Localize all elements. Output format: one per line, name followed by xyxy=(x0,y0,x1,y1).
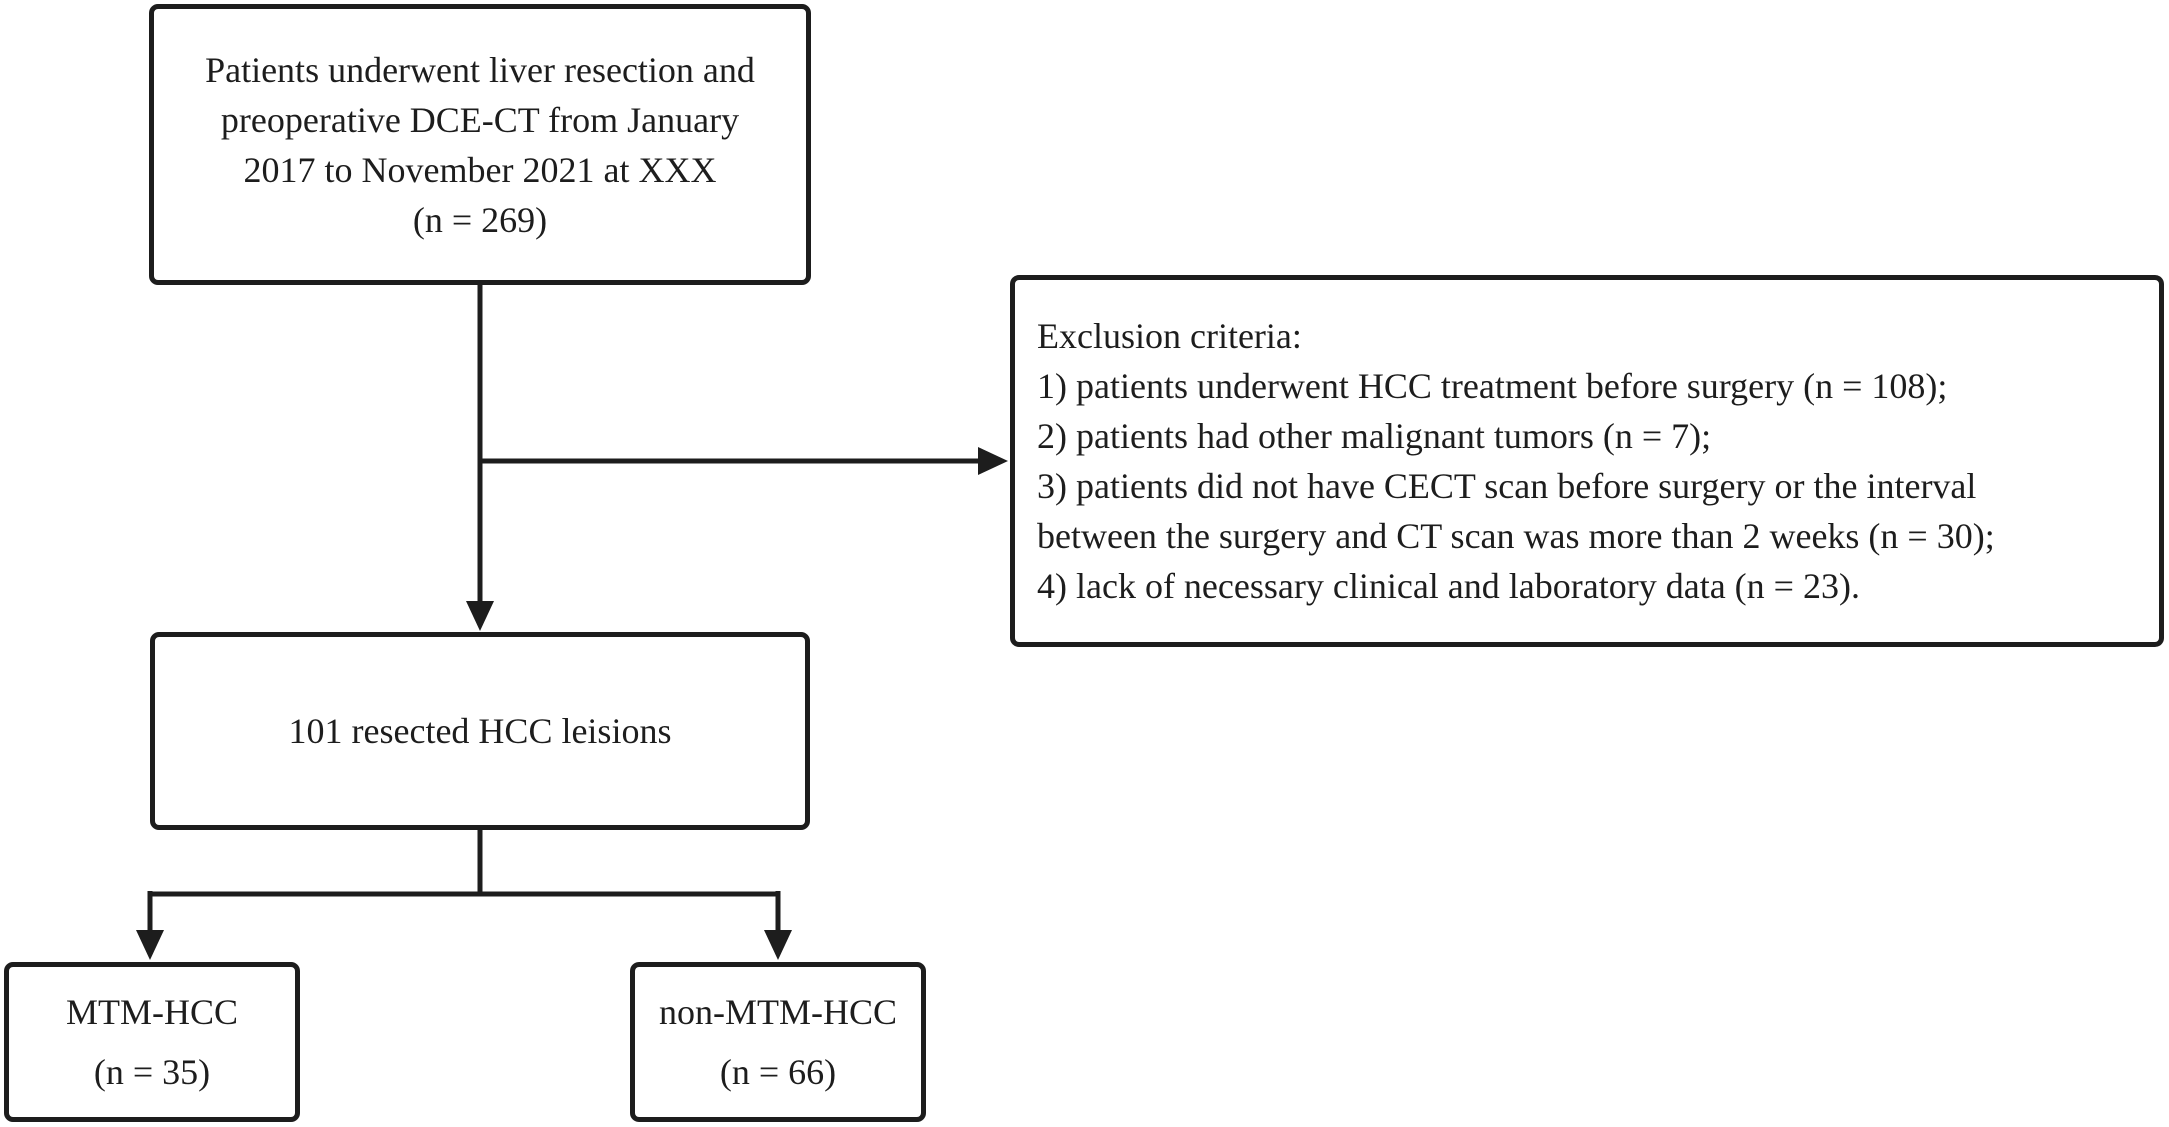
node-exclusion-criteria: Exclusion criteria: 1) patients underwen… xyxy=(1010,275,2164,647)
node-text-line: 4) lack of necessary clinical and labora… xyxy=(1037,566,1860,606)
node-text-line: 101 resected HCC leisions xyxy=(288,711,672,751)
node-text-line: (n = 35) xyxy=(93,1052,211,1092)
node-text-line: Exclusion criteria: xyxy=(1037,316,1302,356)
arrowhead-down-nonmtm-icon xyxy=(764,930,792,960)
node-text-line: (n = 269) xyxy=(412,199,548,240)
node-text-line: between the surgery and CT scan was more… xyxy=(1037,516,1995,556)
node-text-line: (n = 66) xyxy=(719,1052,837,1092)
arrowhead-down-resected-icon xyxy=(466,601,494,631)
node-text-line: 2) patients had other malignant tumors (… xyxy=(1037,416,1712,456)
arrowhead-right-exclusion-icon xyxy=(978,447,1008,475)
node-text-line: 1) patients underwent HCC treatment befo… xyxy=(1037,366,1948,406)
node-resected-lesions: 101 resected HCC leisions xyxy=(150,632,810,830)
node-text-line: Patients underwent liver resection and xyxy=(205,49,755,90)
node-non-mtm-hcc: non-MTM-HCC (n = 66) xyxy=(630,962,926,1122)
node-text-line: MTM-HCC xyxy=(65,992,239,1032)
node-mtm-hcc: MTM-HCC (n = 35) xyxy=(4,962,300,1122)
node-text-line: non-MTM-HCC xyxy=(658,992,897,1032)
arrowhead-down-mtm-icon xyxy=(136,930,164,960)
node-text-line: 3) patients did not have CECT scan befor… xyxy=(1037,466,1977,506)
node-initial-cohort: Patients underwent liver resection and p… xyxy=(149,4,811,285)
node-text-line: preoperative DCE-CT from January xyxy=(220,99,740,140)
node-text-line: 2017 to November 2021 at XXX xyxy=(243,149,717,190)
